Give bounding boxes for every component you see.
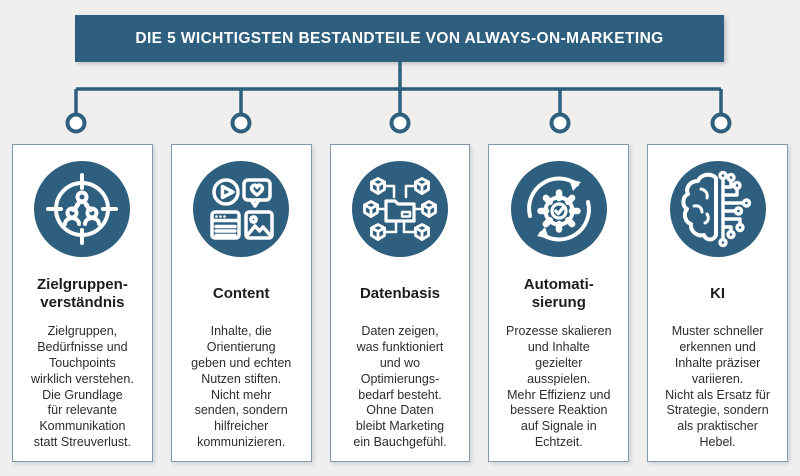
target-audience-icon [46,173,119,245]
card-ki: KI Muster schneller erkennen und Inhalte… [647,144,788,462]
card-title: Datenbasis [359,285,441,302]
icon-circle [34,161,131,257]
card-description: Zielgruppen, Bedürfnisse und Touchpoints… [30,324,134,450]
card-description: Muster schneller erkennen und Inhalte pr… [665,324,771,450]
header-banner: DIE 5 WICHTIGSTEN BESTANDTEILE VON ALWAY… [75,15,724,62]
card-title: Zielgruppen- verständnis [36,276,128,311]
ai-brain-icon [680,170,751,248]
card-title: KI [710,285,726,302]
connector-node [549,112,571,134]
icon-circle [669,161,766,257]
page-title: DIE 5 WICHTIGSTEN BESTANDTEILE VON ALWAY… [135,29,664,47]
card-zielgruppenverstaendnis: Zielgruppen- verständnis Zielgruppen, Be… [12,144,153,462]
icon-circle [351,161,448,257]
connector-tree [65,62,732,134]
data-network-icon [363,177,437,241]
card-automatisierung: Automati- sierung Prozesse skalieren und… [488,144,630,462]
connector-node [389,112,411,134]
connector-node [65,112,87,134]
automation-gear-icon [526,176,591,242]
connector-node [710,112,732,134]
card-row: Zielgruppen- verständnis Zielgruppen, Be… [12,144,788,462]
card-description: Prozesse skalieren und Inhalte gezielter… [505,324,612,450]
icon-circle [510,161,607,257]
content-media-icon [210,178,274,240]
card-description: Daten zeigen, was funktioniert und wo Op… [353,324,447,450]
card-title: Automati- sierung [523,276,594,311]
connector-node [230,112,252,134]
card-content: Content Inhalte, die Orientierung geben … [170,144,312,462]
card-description: Inhalte, die Orientierung geben und echt… [191,324,292,450]
icon-circle [193,161,290,257]
card-title: Content [212,285,270,302]
card-datenbasis: Datenbasis Daten zeigen, was funktionier… [329,144,471,462]
